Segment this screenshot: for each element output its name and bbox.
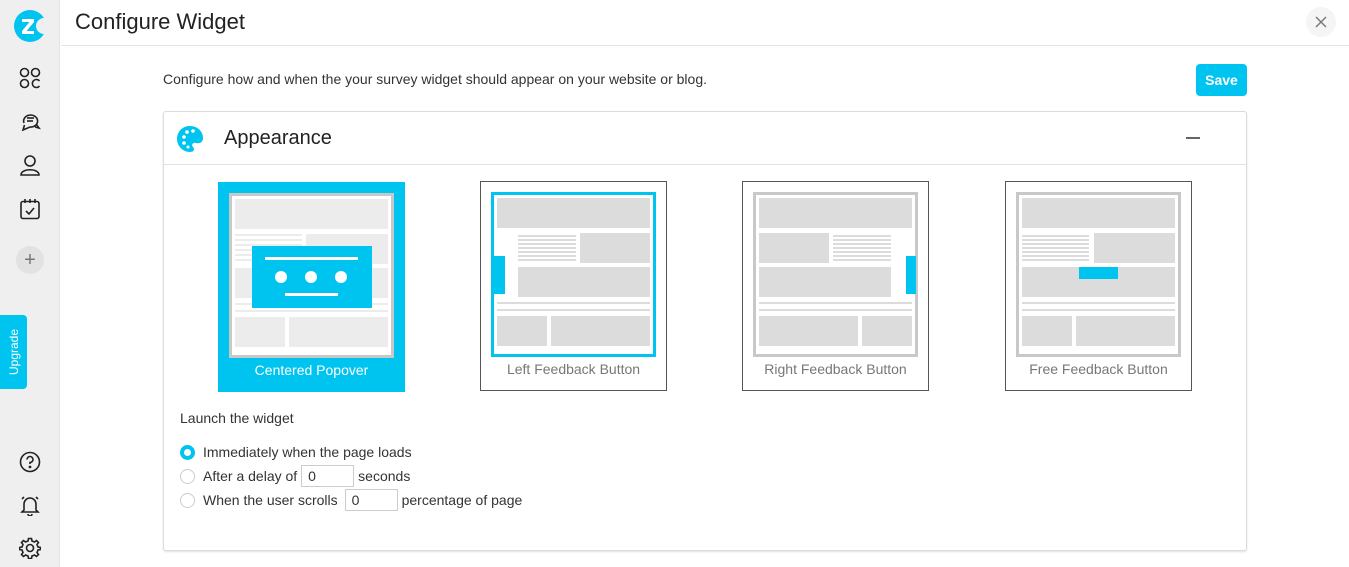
option-label: Right Feedback Button [764,361,907,377]
left-feedback-preview [491,192,656,357]
launch-option-label: After a delay of [203,468,298,484]
option-right-feedback-button[interactable]: Right Feedback Button [742,181,929,391]
option-left-feedback-button[interactable]: Left Feedback Button [480,181,667,391]
grid-icon [19,67,41,89]
launch-option-scroll[interactable]: When the user scrolls percentage of page [180,488,522,512]
radio-scroll[interactable] [180,492,195,508]
description: Configure how and when the your survey w… [163,71,707,87]
sidebar-item-surveys[interactable] [18,109,42,133]
sidebar-item-add[interactable]: + [16,246,44,274]
close-button[interactable] [1306,7,1336,37]
delay-suffix: seconds [358,468,411,484]
centered-popover-preview [229,193,394,358]
sidebar-item-contacts[interactable] [18,153,42,177]
chat-bubbles-icon [21,114,41,132]
sidebar: + Upgrade [0,0,60,567]
gear-icon [19,537,41,559]
launch-option-label: When the user scrolls [203,492,338,508]
free-feedback-preview [1016,192,1181,357]
free-button-mock [1079,267,1118,279]
launch-option-label: Immediately when the page loads [203,444,412,460]
left-button-mock [493,256,505,294]
scroll-suffix: percentage of page [401,492,523,508]
option-label: Free Feedback Button [1029,361,1168,377]
launch-option-delay[interactable]: After a delay of seconds [180,464,410,488]
zonka-logo-icon[interactable] [14,10,46,42]
option-label: Left Feedback Button [506,361,641,377]
close-icon [1315,16,1327,28]
question-circle-icon [19,451,41,473]
sidebar-item-help[interactable] [18,450,42,474]
radio-immediately[interactable] [180,444,195,460]
minus-icon[interactable] [1186,137,1200,139]
bell-icon [20,496,40,516]
popover-mock [252,246,372,308]
option-free-feedback-button[interactable]: Free Feedback Button [1005,181,1192,391]
launch-option-immediately[interactable]: Immediately when the page loads [180,440,412,464]
scroll-percentage-input[interactable] [344,489,398,511]
sidebar-item-settings[interactable] [18,536,42,560]
appearance-title: Appearance [224,127,332,149]
right-feedback-preview [753,192,918,357]
plus-icon: + [24,248,36,271]
option-label: Centered Popover [254,362,369,378]
user-icon [20,155,40,176]
calendar-check-icon [20,199,40,220]
sidebar-item-dashboard[interactable] [18,66,42,90]
launch-title: Launch the widget [180,410,294,426]
radio-delay[interactable] [180,468,195,484]
upgrade-label: Upgrade [6,328,21,376]
sidebar-item-notifications[interactable] [18,493,42,517]
sidebar-item-tasks[interactable] [18,197,42,221]
upgrade-button[interactable]: Upgrade [0,315,27,389]
palette-icon [177,126,203,152]
page-title: Configure Widget [75,9,245,34]
option-centered-popover[interactable]: Centered Popover [218,182,405,392]
right-button-mock [906,256,916,294]
save-button[interactable]: Save [1196,64,1247,96]
appearance-header[interactable]: Appearance [164,112,1246,165]
delay-seconds-input[interactable] [301,465,355,487]
header: Configure Widget [61,0,1349,46]
